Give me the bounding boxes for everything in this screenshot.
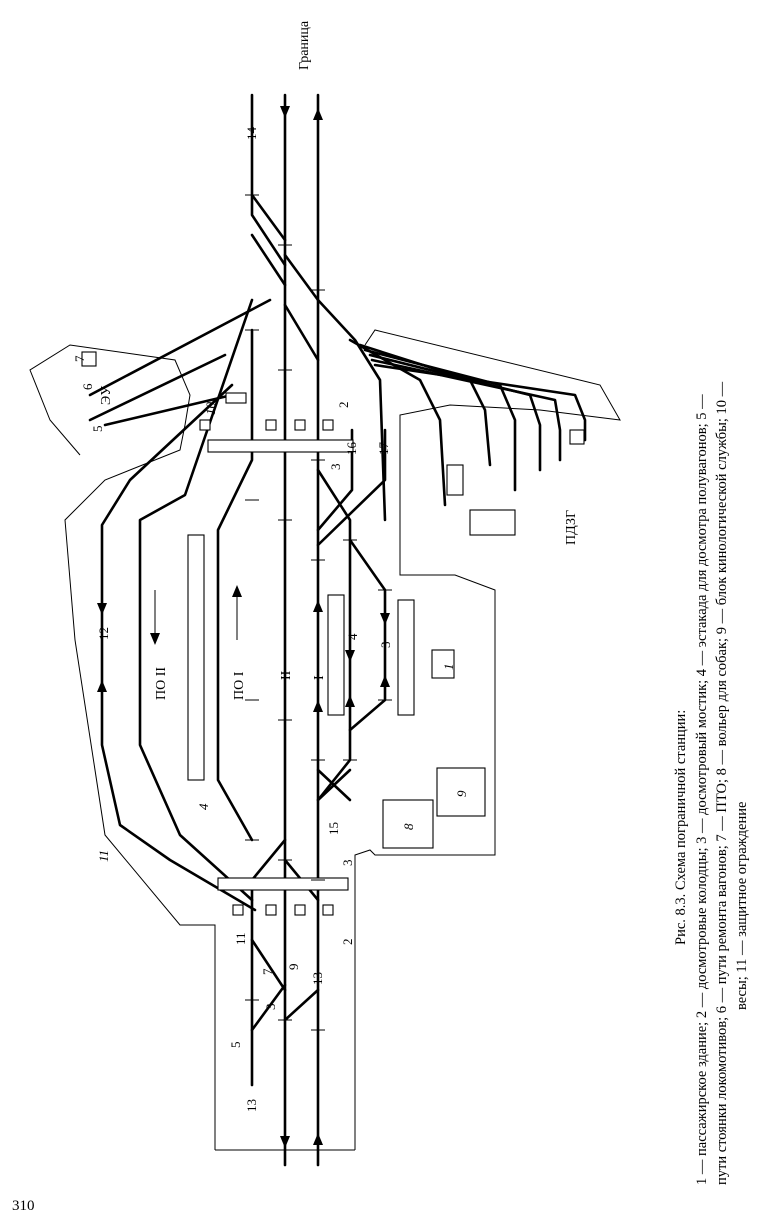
label-2b: 2 [340,939,355,946]
track-po-2 [138,298,254,902]
kennel-8 [382,799,434,849]
label-3a: 3 [328,464,343,471]
track-12 [100,383,257,912]
caption-title: Рис. 8.3. Схема пограничной станции: [673,710,689,945]
direction-arrows [97,106,390,1148]
bridge-3-bottom [217,877,349,891]
label-3d: 3 [263,1004,278,1011]
eu-label: ЭУ [99,386,114,405]
label-4b: 4 [196,803,211,810]
figure-caption: Рис. 8.3. Схема пограничной станции: 1 —… [673,381,750,1185]
label-10: 10 [203,402,218,416]
bridge-3-top [207,439,354,453]
border-label: Граница [297,20,312,70]
estakada-4-c [397,599,415,716]
main-2-label: II [279,670,294,680]
label-1: 1 [441,664,456,671]
label-13b: 13 [310,972,325,985]
label-7a: 7 [72,355,87,362]
po1-label: ПО I [232,671,247,700]
pdzg-label: ПДЗГ [564,510,579,545]
label-9: 9 [454,790,469,797]
kennel-service-9 [436,767,486,817]
estakada-4-a [187,534,205,781]
po2-label: ПО II [154,667,169,700]
caption-line-3: весы; 11 — защитное ограждение [734,802,750,1010]
main-1-label: I [312,675,327,680]
label-3b: 3 [378,642,393,649]
label-6: 6 [80,383,95,390]
label-15: 15 [326,822,341,835]
label-11b: 11 [233,932,248,945]
track-po-1 [216,328,254,842]
label-7b: 7 [260,968,275,975]
track-14 [250,93,287,267]
diagram-labels: Граница ПО II ПО I II I ЭУ ПДЗГ 1 2 2 3 … [72,20,579,1112]
label-13a: 13 [244,1099,259,1112]
switch-ticks [245,194,392,1031]
label-17: 17 [376,442,391,456]
label-2a: 2 [336,402,351,409]
label-3c: 3 [340,860,355,867]
label-5b: 5 [228,1042,243,1049]
building-1 [431,649,455,679]
label-9b: 9 [286,964,301,971]
label-16: 16 [344,442,359,456]
pdzg-building [469,509,516,536]
protective-fence [29,329,621,1151]
label-12: 12 [96,627,111,640]
caption-line-2: пути стоянки локомотивов; 6 — пути ремон… [714,381,730,1185]
label-11: 11 [96,850,111,862]
label-8: 8 [401,823,416,830]
structures [81,351,585,916]
page-number: 310 [12,1198,35,1214]
label-14: 14 [244,127,259,141]
label-4a: 4 [345,633,360,640]
caption-line-1: 1 — пассажирское здание; 2 — досмотровые… [694,394,710,1185]
track-13 [250,838,287,1087]
estakada-4-b [327,594,345,716]
label-5a: 5 [90,426,105,433]
